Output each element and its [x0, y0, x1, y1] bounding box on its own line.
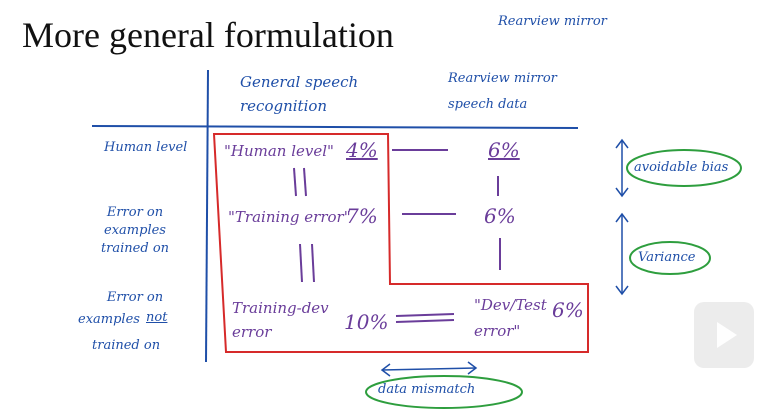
- row-label-not: not: [146, 310, 168, 325]
- header-rearview: Rearview mirror speech data: [448, 71, 557, 112]
- play-icon: [717, 322, 737, 348]
- cell-test-label: "Dev/Test error": [474, 296, 547, 340]
- slide-title: More general formulation: [22, 15, 394, 55]
- video-play-button[interactable]: [694, 302, 754, 368]
- cell-human-value: 4%: [346, 138, 378, 162]
- annotation-data-mismatch: data mismatch: [378, 382, 476, 397]
- annotation-variance: Variance: [638, 250, 696, 265]
- annotation-avoidable-bias: avoidable bias: [634, 160, 729, 175]
- cell-human-rear: 6%: [488, 138, 520, 162]
- cell-dev-value: 10%: [344, 310, 389, 334]
- header-general: General speech recognition: [240, 73, 359, 115]
- cell-train-label: "Training error": [228, 208, 351, 226]
- row-label-examples: examples: [78, 312, 140, 327]
- row-label-trained-on: trained on: [92, 338, 161, 353]
- cell-dev-label: Training-dev error: [232, 299, 329, 341]
- row-label-error-on: Error on: [106, 290, 164, 305]
- top-note: Rearview mirror: [498, 14, 607, 29]
- row-label-trained: Error on examples trained on: [100, 205, 170, 256]
- cell-train-rear: 6%: [484, 204, 516, 228]
- cell-test-value: 6%: [552, 298, 584, 322]
- cell-human-label: "Human level": [224, 142, 334, 160]
- row-label-human: Human level: [104, 140, 188, 155]
- cell-train-value: 7%: [346, 204, 378, 228]
